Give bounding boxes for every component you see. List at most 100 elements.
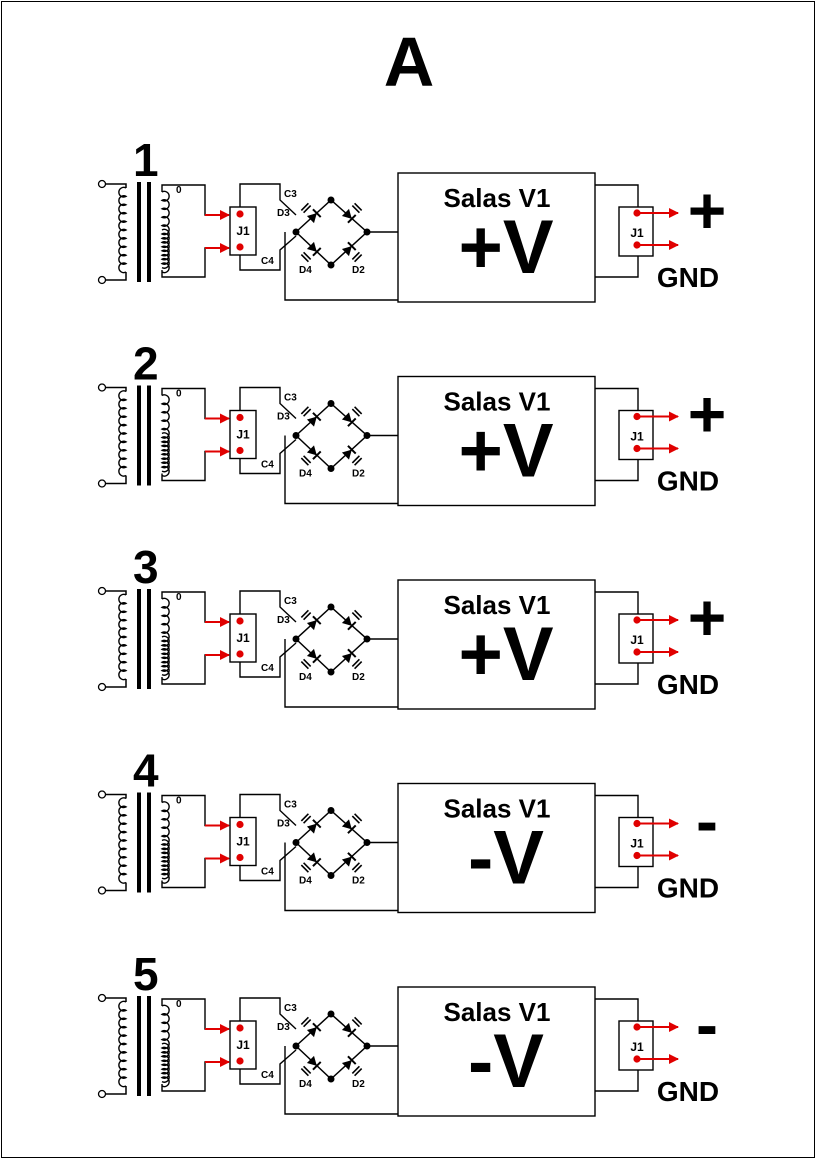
wire-out-top: [595, 998, 639, 1021]
row-number: 4: [133, 745, 159, 797]
terminal-bottom: [97, 275, 107, 285]
cap-plate: [303, 408, 312, 417]
connector-pin: [236, 853, 244, 862]
diode-triangle: [341, 856, 352, 867]
connector-label: J1: [236, 1038, 250, 1052]
capacitor: [300, 455, 312, 466]
junction-dot: [292, 432, 300, 439]
primary-lead: [105, 793, 127, 799]
tap-label: 0: [176, 389, 182, 400]
capacitor: [351, 1065, 363, 1077]
connector-pin: [633, 412, 641, 421]
secondary-bottom-coil: [160, 432, 170, 477]
regulator-module: Salas V1+V: [397, 375, 596, 507]
cap-plate: [351, 862, 360, 871]
diode-bar: [312, 615, 322, 625]
cap-plate: [300, 813, 309, 822]
transformer: 0: [97, 179, 222, 285]
label-d2: D2: [352, 876, 365, 887]
capacitor: [351, 1016, 363, 1028]
label-d3: D3: [277, 1022, 290, 1033]
secondary-lead-top: [161, 794, 222, 827]
secondary-lead-top: [161, 998, 222, 1030]
output-connector: J1: [618, 206, 654, 257]
connector-body: [229, 1020, 257, 1070]
diode-bar: [347, 648, 357, 658]
row-number: 2: [133, 338, 159, 390]
diode-triangle: [341, 615, 352, 626]
diode-bar: [347, 417, 357, 427]
secondary-lead-top: [161, 591, 222, 623]
row-number: 3: [133, 541, 159, 593]
core-bar: [147, 589, 151, 689]
output-sign-label: -: [696, 987, 718, 1061]
input-connector: J1: [229, 206, 257, 256]
label-c3: C3: [284, 596, 297, 607]
cap-plate: [351, 612, 360, 621]
label-d2: D2: [352, 1079, 365, 1090]
module-title: Salas V1: [444, 590, 551, 620]
module-voltage: -V: [468, 1019, 544, 1104]
core-bar: [137, 385, 141, 486]
diode: [341, 615, 357, 631]
diode-triangle: [341, 1060, 352, 1071]
capacitor: [300, 813, 312, 824]
wire-out-bottom: [595, 866, 639, 889]
cap-plate: [300, 406, 309, 415]
diode-bar: [312, 247, 322, 257]
secondary-lead-bottom: [161, 450, 222, 482]
cap-plate: [354, 202, 363, 211]
connector-pin: [633, 209, 641, 217]
tap-label: 0: [176, 999, 182, 1010]
connector-label: J1: [630, 1040, 644, 1054]
module-title: Salas V1: [444, 997, 551, 1027]
connector-pin: [236, 650, 244, 658]
terminal-top: [97, 586, 107, 596]
connector-pin: [236, 617, 244, 625]
module-title: Salas V1: [444, 387, 551, 417]
tap-label: 0: [176, 796, 182, 807]
junction-dot: [327, 668, 335, 676]
diode-triangle: [306, 620, 317, 631]
wire-return: [284, 1046, 398, 1115]
regulator-module: Salas V1-V: [397, 782, 596, 914]
connector-body: [618, 409, 654, 461]
diode-bar: [312, 208, 322, 218]
cap-plate: [351, 455, 360, 464]
capacitor: [351, 202, 363, 214]
regulator-module: Salas V1+V: [397, 172, 596, 303]
cap-plate: [303, 612, 312, 621]
diode-bar: [312, 1022, 322, 1032]
cap-plate: [303, 455, 312, 464]
cap-plate: [303, 815, 312, 824]
secondary-top-coil: [160, 394, 170, 473]
diode: [341, 648, 357, 664]
connector-label: J1: [236, 224, 250, 238]
connector-body: [618, 206, 654, 257]
module-box: [397, 375, 596, 507]
input-connector: J1: [229, 816, 257, 867]
core-bar: [137, 996, 141, 1096]
output-sign-label: -: [696, 784, 718, 858]
diode-bar: [347, 621, 357, 631]
transformer: 0: [97, 383, 222, 488]
primary-lead: [105, 1086, 127, 1095]
regulator-module: Salas V1+V: [397, 579, 596, 710]
diode-bar: [347, 214, 357, 224]
connector-pin: [633, 1055, 641, 1063]
terminal-bottom: [97, 1089, 107, 1099]
diode-bar: [312, 1061, 322, 1071]
cap-plate: [354, 609, 363, 618]
diode: [306, 445, 322, 460]
ground-label: GND: [657, 262, 719, 293]
connector-pin: [633, 1023, 641, 1031]
terminal-top: [97, 383, 107, 392]
connector-pin: [633, 819, 641, 828]
wire-ac1: [239, 183, 297, 216]
input-connector: J1: [229, 1020, 257, 1070]
diode: [341, 1022, 357, 1038]
label-d3: D3: [277, 819, 290, 830]
label-d3: D3: [277, 615, 290, 626]
label-c3: C3: [284, 1003, 297, 1014]
